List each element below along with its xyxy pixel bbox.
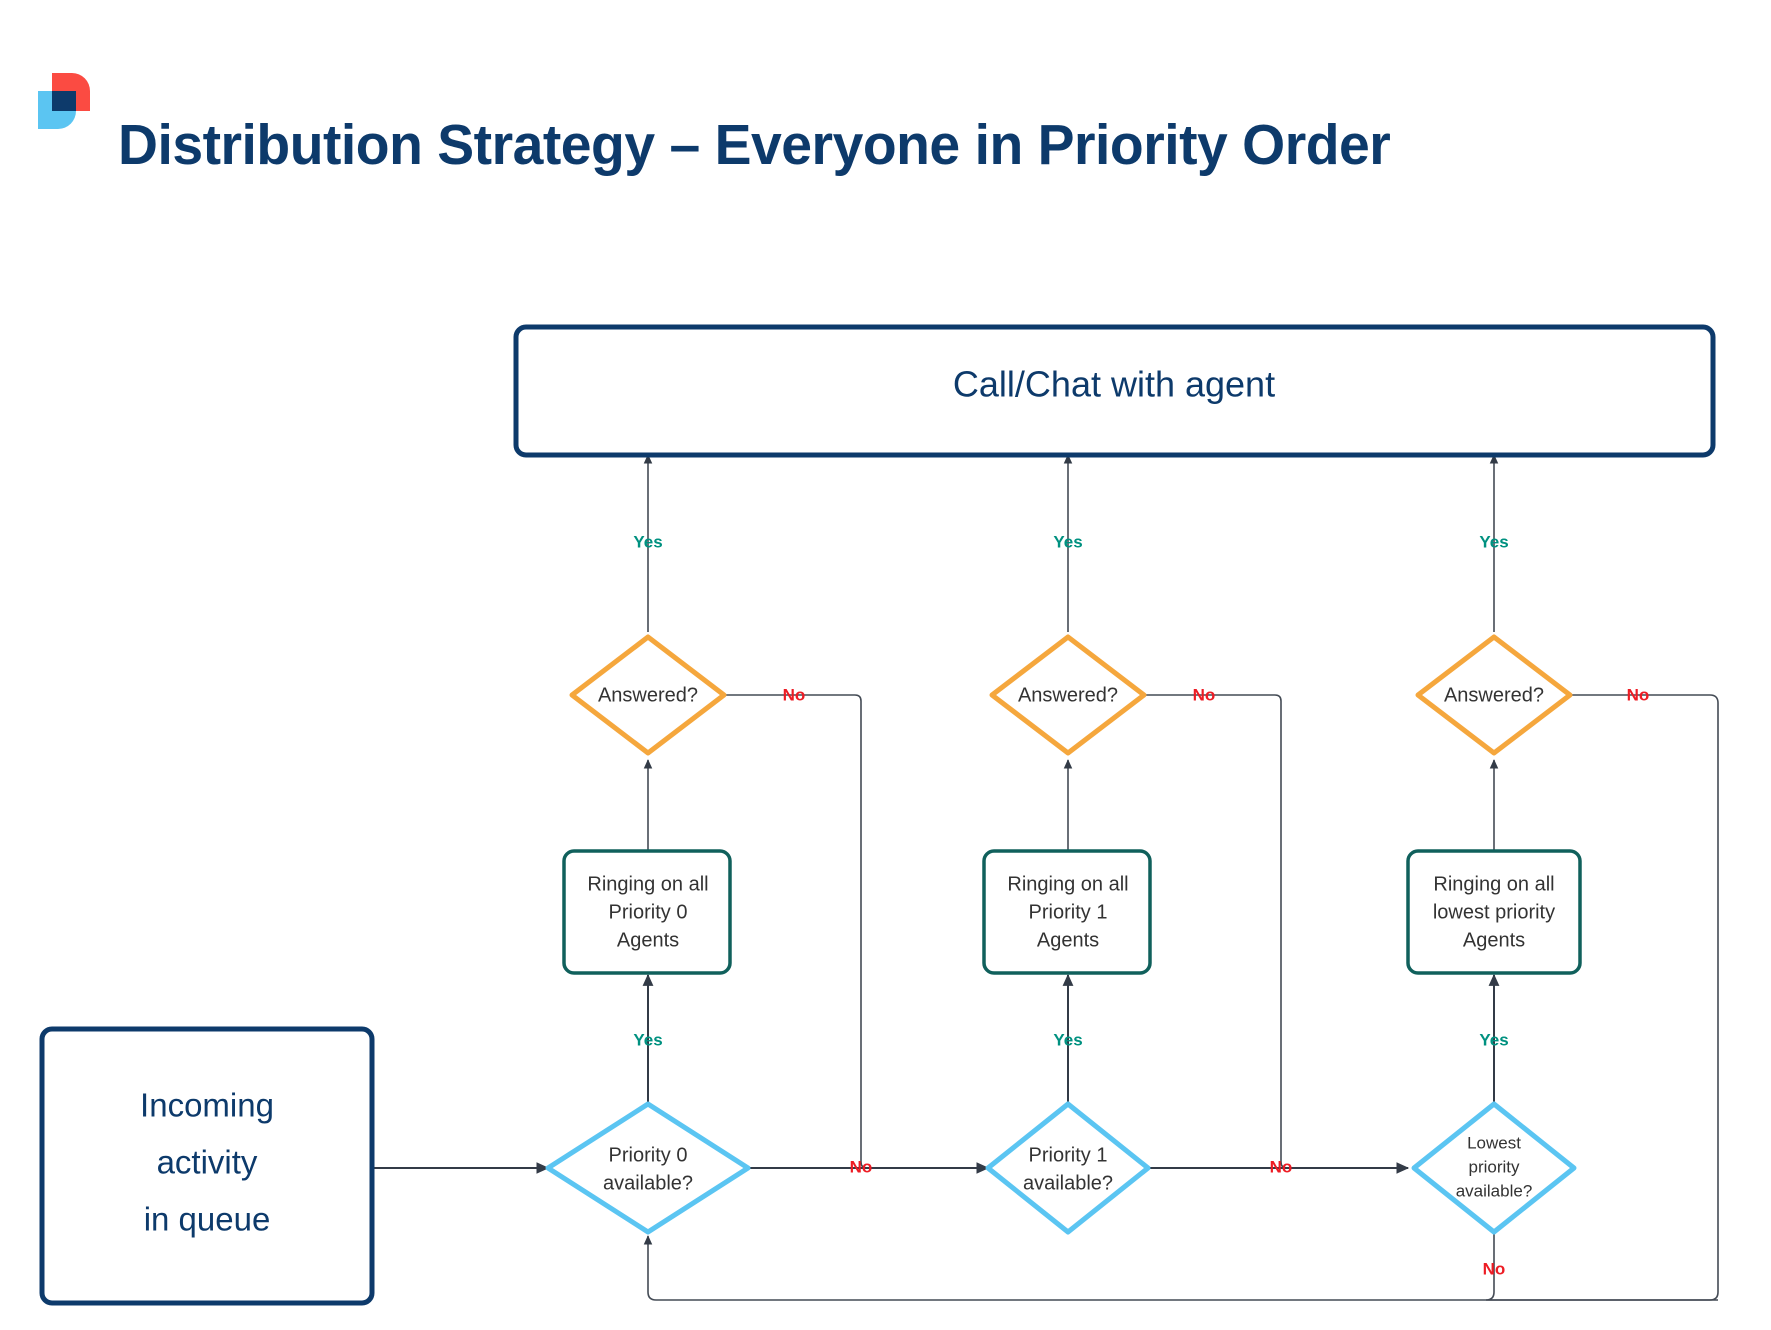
answered-decision-1[interactable]: Answered? <box>989 634 1147 756</box>
ringing-priority-1-box-shape <box>982 849 1152 975</box>
edge-label-lowest-no: No <box>1483 1259 1506 1278</box>
priority-0-available-shape <box>545 1101 751 1235</box>
ringing-priority-0-line-3: Agents <box>617 929 679 951</box>
edge-label-priority1-yes: Yes <box>1053 1030 1082 1049</box>
lowest-priority-available-shape <box>1411 1101 1577 1235</box>
answered-decision-2-label: Answered? <box>1444 684 1544 706</box>
edge-label-lowest-yes: Yes <box>1479 1030 1508 1049</box>
edge-label-priority0-yes: Yes <box>633 1030 662 1049</box>
incoming-activity-box-shape <box>39 1026 375 1306</box>
edge-answered2-no-to-return-rail <box>1570 694 1719 1301</box>
incoming-activity-line-2: activity <box>157 1144 258 1181</box>
edge-label-answered0-no: No <box>783 685 806 704</box>
ringing-lowest-priority-box-shape <box>1406 849 1582 975</box>
incoming-activity-box[interactable]: Incoming activity in queue <box>39 1026 375 1306</box>
call-chat-box-shape <box>513 324 1716 458</box>
answered-decision-0-label: Answered? <box>598 684 698 706</box>
answered-decision-0-shape <box>569 634 727 756</box>
incoming-activity-line-1: Incoming <box>140 1087 274 1124</box>
priority-1-available-line-2: available? <box>1023 1172 1113 1194</box>
edge-label-answered2-yes: Yes <box>1479 532 1508 551</box>
ringing-priority-0-box-shape <box>562 849 732 975</box>
edge-label-answered0-yes: Yes <box>633 532 662 551</box>
lowest-priority-available-line-3: available? <box>1456 1181 1533 1200</box>
page-title: Distribution Strategy – Everyone in Prio… <box>118 113 1391 177</box>
priority-1-available-decision[interactable]: Priority 1 available? <box>985 1101 1151 1235</box>
ringing-lowest-priority-line-2: lowest priority <box>1433 901 1555 923</box>
edge-label-answered1-no: No <box>1193 685 1216 704</box>
ringing-priority-0-line-2: Priority 0 <box>609 901 688 923</box>
page-header: Distribution Strategy – Everyone in Prio… <box>0 0 1771 230</box>
edge-lowest-no-down <box>1485 1232 1718 1301</box>
priority-1-available-shape <box>985 1101 1151 1235</box>
ringing-lowest-priority-agents-box[interactable]: Ringing on all lowest priority Agents <box>1406 849 1582 975</box>
edge-label-answered1-yes: Yes <box>1053 532 1082 551</box>
edge-return-rail-to-priority0 <box>643 1235 1710 1301</box>
ringing-priority-1-line-1: Ringing on all <box>1007 873 1128 895</box>
ringing-priority-0-agents-box[interactable]: Ringing on all Priority 0 Agents <box>562 849 732 975</box>
edge-label-priority1-no: No <box>1270 1157 1293 1176</box>
lowest-priority-available-line-1: Lowest <box>1467 1133 1521 1152</box>
lowest-priority-available-decision[interactable]: Lowest priority available? <box>1411 1101 1577 1235</box>
priority-0-available-line-1: Priority 0 <box>609 1144 688 1166</box>
priority-1-available-line-1: Priority 1 <box>1029 1144 1108 1166</box>
priority-0-available-line-2: available? <box>603 1172 693 1194</box>
ringing-priority-1-line-2: Priority 1 <box>1029 901 1108 923</box>
edge-answered0-no-down <box>724 694 868 1169</box>
answered-decision-1-shape <box>989 634 1147 756</box>
edge-label-priority0-no: No <box>850 1157 873 1176</box>
answered-decision-2-shape <box>1415 634 1573 756</box>
answered-decision-2[interactable]: Answered? <box>1415 634 1573 756</box>
ringing-priority-1-line-3: Agents <box>1037 929 1099 951</box>
call-chat-box-label: Call/Chat with agent <box>953 364 1275 405</box>
brand-logo <box>38 73 90 129</box>
edge-label-answered2-no: No <box>1627 685 1650 704</box>
edge-answered1-no-down <box>1144 694 1288 1169</box>
incoming-activity-line-3: in queue <box>144 1201 271 1238</box>
ringing-priority-0-line-1: Ringing on all <box>587 873 708 895</box>
call-chat-with-agent-box[interactable]: Call/Chat with agent <box>513 324 1716 458</box>
priority-0-available-decision[interactable]: Priority 0 available? <box>545 1101 751 1235</box>
answered-decision-1-label: Answered? <box>1018 684 1118 706</box>
ringing-priority-1-agents-box[interactable]: Ringing on all Priority 1 Agents <box>982 849 1152 975</box>
lowest-priority-available-line-2: priority <box>1468 1157 1520 1176</box>
ringing-lowest-priority-line-1: Ringing on all <box>1433 873 1554 895</box>
answered-decision-0[interactable]: Answered? <box>569 634 727 756</box>
ringing-lowest-priority-line-3: Agents <box>1463 929 1525 951</box>
logo-navy-square <box>52 91 76 111</box>
